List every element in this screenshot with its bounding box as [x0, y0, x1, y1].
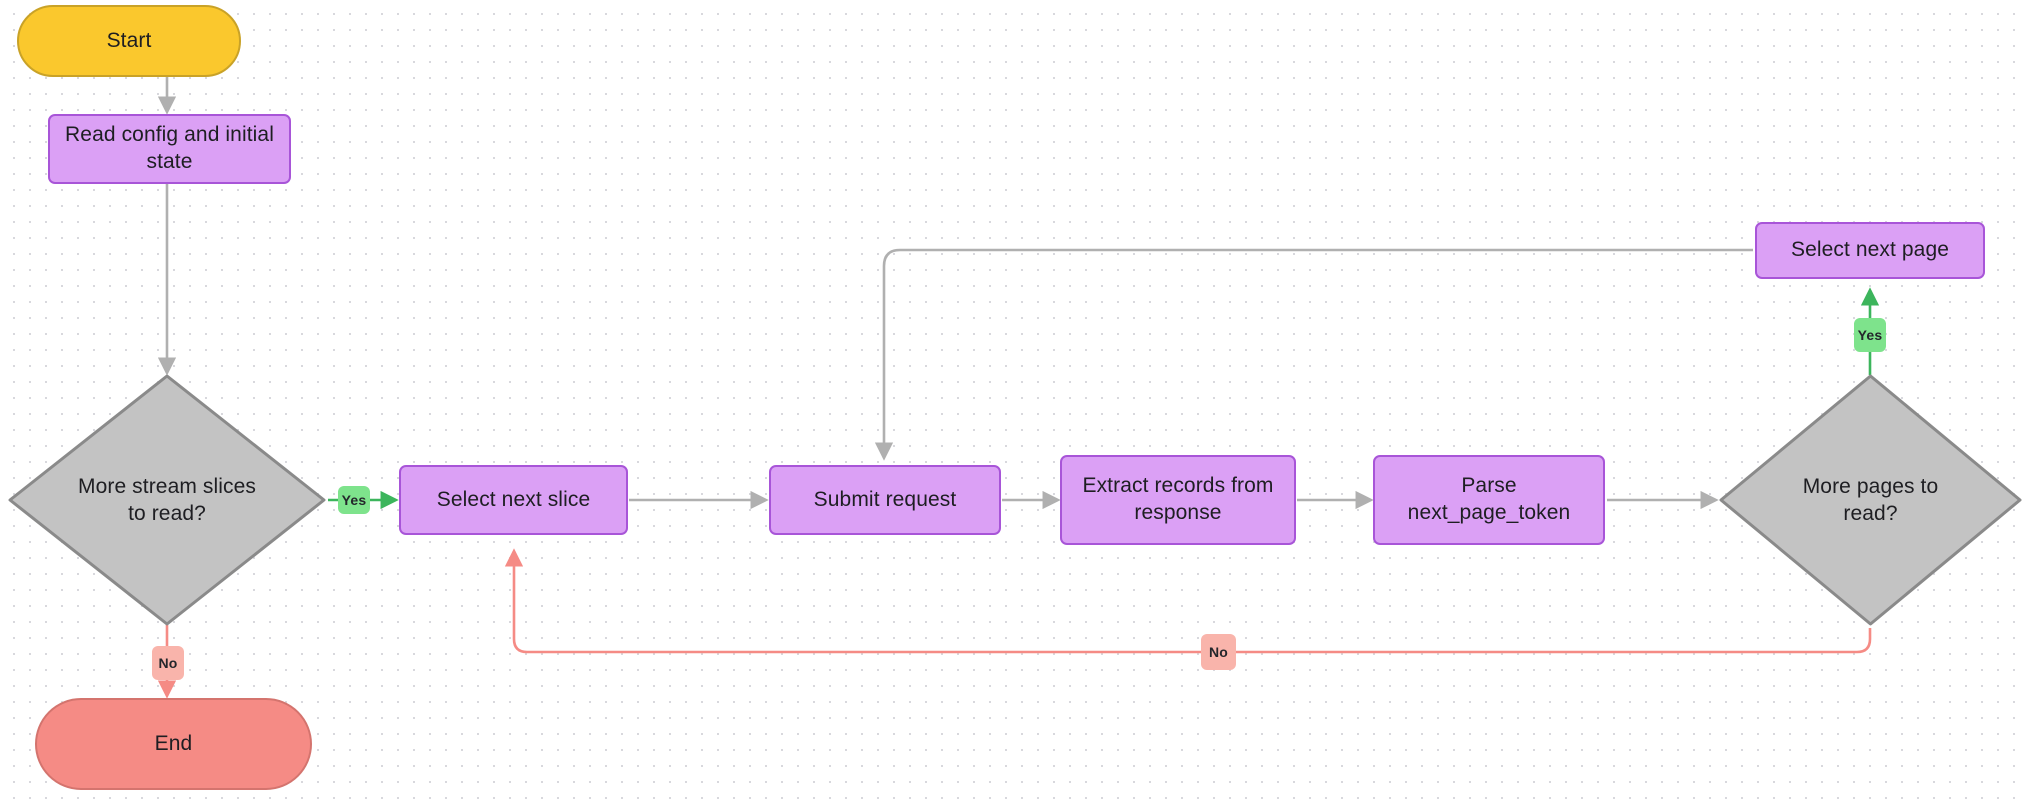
edge-label-slices-no: No — [152, 646, 184, 680]
node-extract-records-label: Extract records from response — [1082, 474, 1274, 524]
node-select-next-page-label: Select next page — [1790, 238, 1950, 262]
node-parse-next-page-token[interactable]: Parse next_page_token — [1373, 455, 1605, 545]
node-select-next-slice[interactable]: Select next slice — [399, 465, 628, 535]
node-more-pages-label: More pages to read? — [1802, 474, 1939, 525]
node-read-config-label: Read config and initial state — [65, 123, 274, 173]
node-select-next-page[interactable]: Select next page — [1755, 222, 1985, 279]
edge-label-slices-yes-text: Yes — [341, 492, 367, 508]
node-start-label: Start — [106, 28, 152, 52]
edge-label-pages-yes: Yes — [1854, 318, 1886, 352]
node-parse-next-page-token-label: Parse next_page_token — [1407, 474, 1571, 524]
diamond-shape — [1719, 374, 2022, 626]
node-extract-records[interactable]: Extract records from response — [1060, 455, 1296, 545]
edge-select-page-to-submit-request — [874, 248, 1753, 461]
node-read-config[interactable]: Read config and initial state — [48, 114, 291, 184]
node-end-label: End — [154, 731, 193, 755]
edge-more-pages-no-to-select-slice — [504, 548, 1872, 654]
node-end[interactable]: End — [35, 698, 312, 790]
edge-label-pages-no: No — [1201, 634, 1236, 670]
node-more-stream-slices-label: More stream slices to read? — [77, 474, 256, 525]
node-select-next-slice-label: Select next slice — [436, 487, 591, 511]
node-more-stream-slices[interactable]: More stream slices to read? — [7, 373, 327, 627]
edge-label-slices-no-text: No — [158, 655, 178, 671]
edge-label-pages-yes-text: Yes — [1857, 327, 1883, 343]
edge-label-pages-no-text: No — [1208, 644, 1229, 660]
node-submit-request[interactable]: Submit request — [769, 465, 1001, 535]
node-start[interactable]: Start — [17, 5, 241, 77]
node-submit-request-label: Submit request — [813, 487, 957, 511]
edge-label-slices-yes: Yes — [338, 486, 370, 514]
diamond-shape — [8, 374, 326, 626]
node-more-pages[interactable]: More pages to read? — [1718, 373, 2023, 627]
